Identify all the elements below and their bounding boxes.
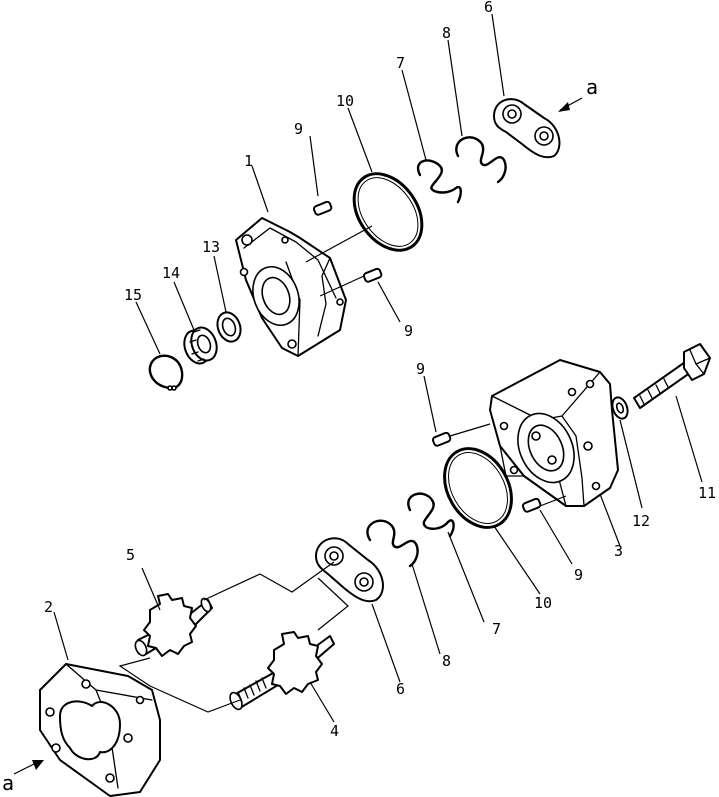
callout-13: 13	[202, 238, 220, 256]
part-2-gear-body	[39, 663, 161, 797]
part-8-clip-bottom	[366, 519, 419, 568]
callout-8-top: 8	[442, 24, 451, 42]
part-9-dowel-pin-d	[521, 497, 542, 513]
part-10-o-ring-bottom	[443, 447, 513, 529]
callout-6-top: 6	[484, 0, 493, 16]
callout-9-top-left: 9	[294, 120, 303, 138]
part-3-rear-cover	[489, 359, 619, 507]
reference-arrow-a-top	[558, 97, 583, 112]
callout-1: 1	[244, 152, 253, 170]
callout-2: 2	[44, 598, 53, 616]
callout-12: 12	[632, 512, 650, 530]
part-1-front-cover	[235, 217, 347, 357]
callout-6-bottom: 6	[396, 680, 405, 698]
callout-3: 3	[614, 542, 623, 560]
callout-5: 5	[126, 546, 135, 564]
callout-9-bottom-lower: 9	[574, 566, 583, 584]
part-7-clip-top	[416, 159, 462, 204]
part-11-bolt	[633, 343, 711, 409]
callout-9-bottom-upper: 9	[416, 360, 425, 378]
callout-10-top: 10	[336, 92, 354, 110]
part-13-washer	[216, 311, 242, 343]
callout-9-top-right: 9	[404, 322, 413, 340]
callout-14: 14	[162, 264, 180, 282]
part-9-dowel-pin-a	[312, 200, 333, 216]
part-8-clip-top	[455, 136, 507, 184]
part-4-drive-gear	[229, 631, 335, 711]
callout-7-top: 7	[396, 54, 405, 72]
callout-11: 11	[698, 484, 716, 502]
callout-15: 15	[124, 286, 142, 304]
callout-8-bottom: 8	[442, 652, 451, 670]
part-14-bearing	[183, 326, 218, 365]
callout-7-bottom: 7	[492, 620, 501, 638]
reference-arrow-a-bottom	[13, 760, 44, 775]
callout-4: 4	[330, 722, 339, 740]
assembly-lines-bottom	[118, 423, 567, 713]
part-10-o-ring-top	[352, 172, 424, 252]
part-7-clip-bottom	[407, 492, 455, 538]
callout-10-bottom: 10	[534, 594, 552, 612]
part-6-wear-plate-top	[493, 98, 561, 159]
part-5-driven-gear	[134, 593, 213, 657]
part-6-wear-plate-bottom	[315, 537, 384, 603]
leader-lines	[53, 13, 703, 723]
part-9-dowel-pin-c	[431, 431, 452, 447]
reference-label-a-bottom: a	[2, 771, 14, 795]
assembly-line-top	[305, 225, 373, 297]
part-15-snap-ring	[148, 354, 184, 391]
reference-label-a-top: a	[586, 75, 598, 99]
part-12-washer	[611, 396, 629, 420]
part-9-dowel-pin-b	[362, 267, 383, 283]
